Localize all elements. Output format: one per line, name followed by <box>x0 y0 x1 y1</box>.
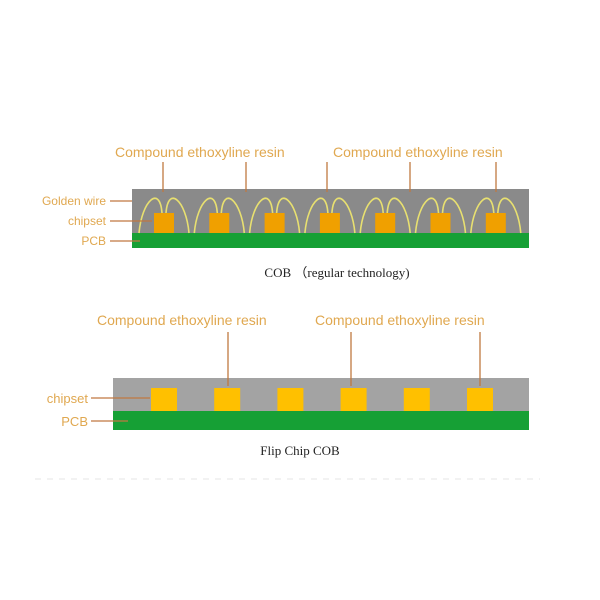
flip-resin-layer <box>113 378 529 411</box>
flip-pcb-layer <box>113 411 529 430</box>
chip <box>467 388 493 411</box>
flip-resin-leaders <box>91 332 481 422</box>
cob-caption: COB （regular technology) <box>264 265 409 280</box>
chip <box>277 388 304 411</box>
cob-resin-label-2: Compound ethoxyline resin <box>333 144 503 160</box>
golden-wire <box>304 197 329 234</box>
chip <box>340 388 367 411</box>
flip-chipset-label: chipset <box>47 391 89 406</box>
chip <box>154 213 174 233</box>
golden-wire <box>359 197 384 234</box>
chip <box>430 213 451 233</box>
golden-wire <box>331 197 356 234</box>
golden-wire <box>497 197 522 234</box>
golden-wire <box>248 197 274 234</box>
flip-caption: Flip Chip COB <box>260 443 340 458</box>
flip-resin-label-2: Compound ethoxyline resin <box>315 312 485 328</box>
chip <box>485 213 506 233</box>
golden-wire <box>414 197 440 234</box>
cob-resin-leaders <box>110 162 497 242</box>
golden-wire <box>386 197 411 234</box>
cob-chipset-label: chipset <box>68 214 107 228</box>
cob-diagram: Compound ethoxyline resin Compound ethox… <box>42 144 529 280</box>
chip <box>319 213 340 233</box>
flip-resin-label-1: Compound ethoxyline resin <box>97 312 267 328</box>
golden-wire <box>441 197 467 234</box>
chip <box>214 388 241 411</box>
chip <box>209 213 230 233</box>
chip <box>403 388 430 411</box>
chip <box>264 213 285 233</box>
flip-pcb-label: PCB <box>61 414 88 429</box>
chip <box>151 388 177 411</box>
golden-wire <box>165 197 190 234</box>
cob-pcb-label: PCB <box>81 234 106 248</box>
golden-wire <box>220 197 246 234</box>
cob-pcb-layer <box>132 233 529 248</box>
golden-wire <box>193 197 219 234</box>
golden-wire <box>470 197 495 234</box>
flip-chip-diagram: Compound ethoxyline resin Compound ethox… <box>47 312 529 458</box>
cob-resin-label-1: Compound ethoxyline resin <box>115 144 285 160</box>
golden-wire <box>275 197 301 234</box>
golden-wire-label: Golden wire <box>42 194 106 208</box>
chip <box>375 213 396 233</box>
golden-wire <box>138 197 163 234</box>
